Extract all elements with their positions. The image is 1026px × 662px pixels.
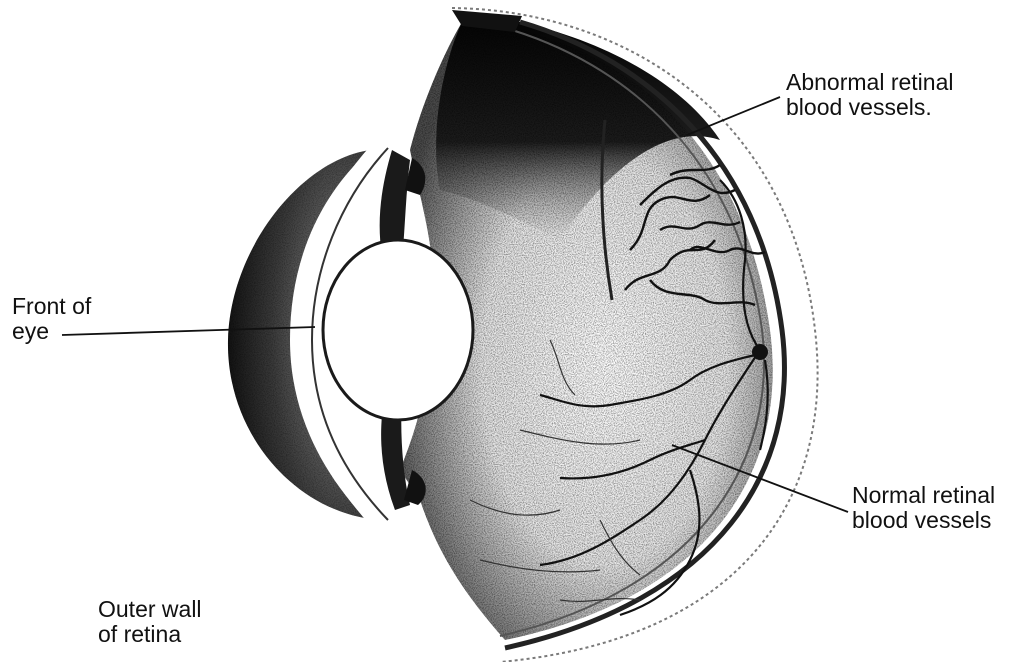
lens xyxy=(323,240,473,420)
abnormal-vessels-label: Abnormal retinal blood vessels. xyxy=(786,70,953,120)
normal-vessels-label: Normal retinal blood vessels xyxy=(852,483,995,533)
front-of-eye-label: Front of eye xyxy=(12,294,91,344)
optic-disc xyxy=(752,344,768,360)
outer-wall-label: Outer wall of retina xyxy=(98,597,202,647)
